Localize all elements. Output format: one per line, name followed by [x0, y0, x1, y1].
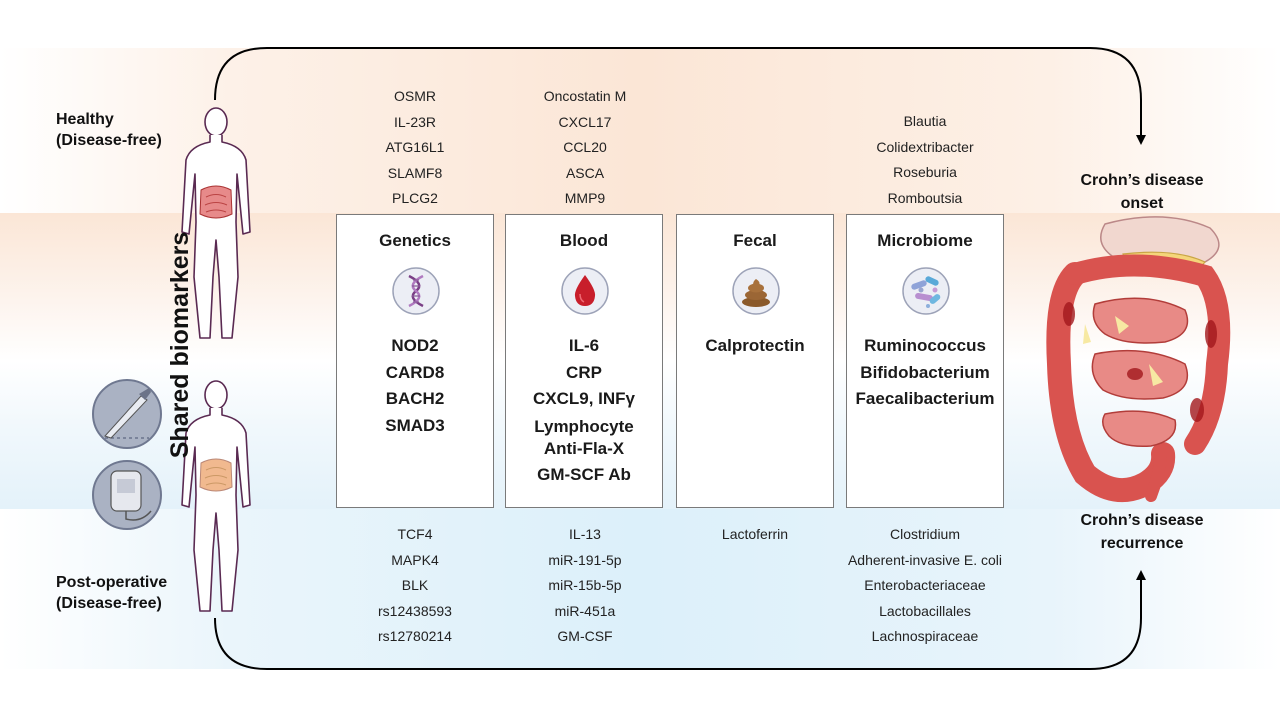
healthy-human-figure: [181, 107, 251, 339]
iv-bag-icon: [92, 460, 162, 530]
list-item: Romboutsia: [887, 189, 963, 206]
list-item: Lachnospiraceae: [871, 628, 979, 644]
list-item: SLAMF8: [387, 164, 443, 181]
bacteria-icon: [902, 267, 950, 315]
card-title: Microbiome: [877, 231, 973, 250]
healthy-label-line2: (Disease-free): [56, 132, 162, 149]
list-item: CXCL17: [558, 113, 612, 130]
shared-marker: CRP: [566, 362, 602, 382]
onset-line1: Crohn’s disease: [1080, 172, 1204, 189]
blood-drop-icon: [561, 267, 609, 315]
card-title: Fecal: [733, 231, 777, 250]
microbiome-card: Microbiome Ruminococcus Bifidobacterium …: [846, 214, 1004, 508]
list-item: GM-CSF: [557, 628, 613, 644]
card-title: Blood: [559, 231, 609, 250]
postop-intestine-icon: [199, 458, 233, 492]
list-item: miR-451a: [554, 602, 616, 619]
blood-postop-list: IL-13 miR-191-5p miR-15b-5p miR-451a GM-…: [505, 522, 665, 650]
shared-marker: Anti-Fla-X: [543, 438, 625, 458]
list-item: Lactoferrin: [721, 526, 789, 542]
list-item: miR-15b-5p: [548, 577, 622, 593]
dna-icon: [392, 267, 440, 315]
blood-card: Blood IL-6 CRP CXCL9, INFγ Lymphocyte An…: [505, 214, 663, 508]
list-item: CCL20: [563, 139, 607, 155]
postop-label-line1: Post-operative: [56, 574, 168, 591]
recurrence-line2: recurrence: [1100, 535, 1184, 552]
card-title: Genetics: [379, 231, 451, 250]
onset-line2: onset: [1120, 195, 1164, 212]
list-item: BLK: [401, 577, 429, 593]
list-item: Blautia: [903, 113, 947, 129]
healthy-state-label: Healthy (Disease-free): [56, 109, 162, 151]
top-cycle-arrow: [214, 47, 1146, 145]
microbiome-postop-list: Clostridium Adherent-invasive E. coli En…: [825, 522, 1025, 650]
recurrence-outcome-label: Crohn’s disease recurrence: [1062, 509, 1222, 555]
list-item: IL-13: [569, 526, 601, 542]
list-item: ATG16L1: [385, 139, 445, 155]
list-item: IL-23R: [393, 113, 437, 130]
shared-biomarkers-label: Shared biomarkers: [166, 231, 194, 459]
shared-marker: GM-SCF Ab: [537, 464, 631, 484]
fecal-card: Fecal Calprotectin: [676, 214, 834, 508]
list-item: Enterobacteriaceae: [864, 577, 986, 593]
postop-human-figure: [181, 380, 251, 612]
scalpel-icon: [92, 379, 162, 449]
shared-marker: CARD8: [385, 362, 445, 382]
shared-marker: SMAD3: [385, 415, 445, 435]
fecal-postop-list: Lactoferrin: [675, 522, 835, 548]
list-item: TCF4: [397, 526, 433, 542]
genetics-healthy-list: OSMR IL-23R ATG16L1 SLAMF8 PLCG2: [335, 84, 495, 212]
shared-marker: BACH2: [385, 389, 445, 408]
stool-icon: [732, 267, 780, 315]
healthy-label-line1: Healthy: [56, 111, 114, 128]
list-item: rs12438593: [378, 602, 452, 619]
list-item: miR-191-5p: [548, 551, 622, 568]
microbiome-healthy-list: Blautia Colidextribacter Roseburia Rombo…: [845, 109, 1005, 211]
postop-label-line2: (Disease-free): [56, 595, 162, 612]
shared-marker: CXCL9, INFγ: [532, 389, 636, 408]
shared-marker: Calprotectin: [705, 336, 805, 355]
list-item: OSMR: [394, 88, 436, 104]
shared-marker: Lymphocyte: [534, 416, 634, 436]
list-item: MMP9: [564, 190, 606, 206]
blood-healthy-list: Oncostatin M CXCL17 CCL20 ASCA MMP9: [505, 84, 665, 212]
list-item: Clostridium: [889, 526, 960, 542]
recurrence-line1: Crohn’s disease: [1080, 512, 1204, 529]
onset-outcome-label: Crohn’s disease onset: [1062, 169, 1222, 215]
genetics-card: Genetics NOD2 CARD8 BACH2 SMAD3: [336, 214, 494, 508]
list-item: rs12780214: [378, 628, 452, 644]
list-item: Oncostatin M: [543, 88, 627, 104]
shared-marker: Ruminococcus: [864, 336, 986, 355]
shared-marker: IL-6: [568, 336, 600, 355]
list-item: PLCG2: [392, 190, 438, 206]
shared-marker: NOD2: [391, 336, 439, 355]
shared-marker: Faecalibacterium: [855, 389, 995, 408]
list-item: Adherent-invasive E. coli: [847, 551, 1003, 568]
list-item: MAPK4: [391, 551, 439, 568]
list-item: Colidextribacter: [876, 138, 974, 155]
healthy-intestine-icon: [199, 185, 233, 219]
list-item: ASCA: [565, 164, 605, 181]
postop-state-label: Post-operative (Disease-free): [56, 572, 167, 614]
genetics-postop-list: TCF4 MAPK4 BLK rs12438593 rs12780214: [335, 522, 495, 650]
list-item: Lactobacillales: [879, 602, 971, 619]
bottom-cycle-arrow: [214, 570, 1146, 670]
inflamed-intestine-icon: [1046, 216, 1231, 502]
shared-marker: Bifidobacterium: [860, 362, 990, 382]
list-item: Roseburia: [893, 164, 957, 180]
